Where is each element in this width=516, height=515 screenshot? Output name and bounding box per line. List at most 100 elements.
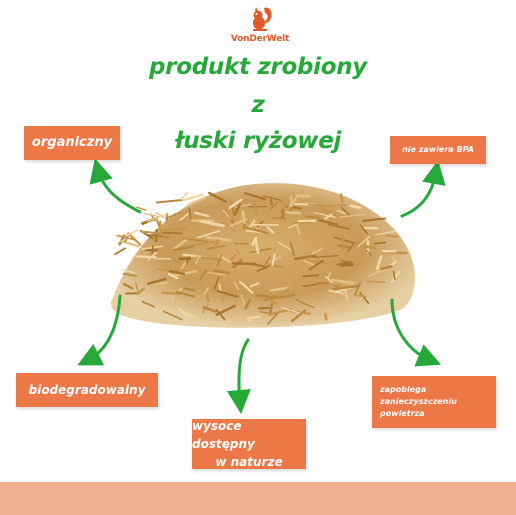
husk-grain bbox=[380, 265, 393, 271]
husk-grain bbox=[172, 257, 180, 265]
feature-organic: organiczny bbox=[24, 126, 120, 160]
husk-grain bbox=[180, 191, 189, 200]
husk-grain bbox=[215, 308, 226, 321]
husk-grain bbox=[249, 247, 272, 254]
husk-grain bbox=[318, 219, 338, 226]
feature-biodegradable: biodegradowalny bbox=[16, 373, 158, 407]
husk-grain bbox=[354, 294, 367, 298]
husk-grain bbox=[156, 219, 160, 227]
husk-grain bbox=[341, 243, 346, 252]
husk-grain bbox=[229, 253, 237, 262]
husk-grain bbox=[198, 219, 225, 228]
husk-grain bbox=[213, 276, 220, 290]
husk-grain bbox=[319, 205, 337, 218]
feature-widely-available: wysoce dostępny w naturze bbox=[192, 419, 306, 469]
husk-grain bbox=[390, 270, 401, 283]
husk-grain bbox=[183, 287, 196, 292]
husk-grain bbox=[213, 239, 220, 250]
husk-grain bbox=[269, 197, 273, 206]
husk-grain bbox=[249, 282, 260, 288]
husk-grain bbox=[216, 289, 239, 298]
husk-grain bbox=[114, 247, 126, 256]
husk-grain bbox=[303, 259, 316, 267]
husk-grain bbox=[272, 216, 287, 220]
husk-grain bbox=[392, 270, 396, 280]
husk-grain bbox=[167, 272, 179, 280]
feature-available-line-1: wysoce dostępny bbox=[192, 419, 255, 451]
husk-grain bbox=[123, 272, 138, 277]
husk-grain bbox=[239, 280, 254, 294]
husk-grain bbox=[212, 269, 231, 275]
husk-grain bbox=[244, 226, 269, 235]
husk-grain bbox=[221, 220, 237, 232]
feature-air-line-1: zapobiega bbox=[380, 385, 427, 394]
husk-grain bbox=[170, 296, 175, 308]
husk-grain bbox=[193, 240, 216, 246]
husk-grain bbox=[253, 201, 258, 215]
husk-grain bbox=[257, 306, 270, 310]
husk-grain bbox=[347, 243, 354, 252]
husk-grain bbox=[277, 241, 293, 252]
husk-grain bbox=[182, 253, 197, 258]
husk-grain bbox=[390, 255, 399, 264]
husk-grain bbox=[207, 271, 226, 276]
curved-arrow-icon bbox=[77, 294, 122, 366]
husk-grain bbox=[233, 203, 242, 216]
husk-grain bbox=[241, 210, 247, 224]
headline-line-3: łuski ryżowej bbox=[174, 128, 342, 154]
husk-grain bbox=[305, 259, 329, 265]
husk-grain bbox=[122, 282, 134, 290]
curved-arrow-icon bbox=[390, 298, 442, 367]
husk-grain bbox=[193, 211, 210, 218]
husk-grain bbox=[375, 230, 396, 236]
husk-grain bbox=[349, 204, 362, 210]
husk-grain bbox=[362, 217, 387, 222]
headline-line-1: produkt zrobiony bbox=[149, 54, 367, 80]
husk-grain bbox=[289, 242, 295, 256]
husk-grain bbox=[252, 221, 260, 232]
husk-grain bbox=[268, 256, 282, 263]
husk-grain bbox=[267, 312, 279, 325]
husk-grain bbox=[357, 235, 370, 248]
husk-grain bbox=[381, 251, 408, 255]
husk-grain bbox=[264, 256, 272, 266]
brand-logo: VonDerWelt bbox=[220, 4, 300, 48]
husk-grain bbox=[327, 271, 332, 279]
husk-grain bbox=[116, 234, 135, 241]
husk-grain bbox=[340, 206, 351, 217]
husk-grain bbox=[311, 247, 324, 255]
husk-grain bbox=[374, 241, 386, 245]
husk-grain bbox=[190, 196, 206, 205]
husk-grain bbox=[269, 201, 278, 211]
husk-grain bbox=[301, 283, 319, 288]
husk-grain bbox=[255, 294, 279, 299]
husk-grain bbox=[175, 290, 196, 298]
husk-grain bbox=[279, 200, 290, 207]
husk-grain bbox=[268, 307, 293, 316]
husk-grain bbox=[324, 213, 333, 220]
husk-grain bbox=[305, 215, 320, 219]
husk-grain bbox=[359, 291, 370, 305]
husk-grain bbox=[327, 223, 351, 230]
husk-grain bbox=[294, 254, 317, 261]
husk-grain bbox=[136, 287, 145, 296]
feature-available-line-2: w naturze bbox=[215, 455, 283, 469]
husk-grain bbox=[325, 307, 350, 313]
husk-grain bbox=[120, 269, 135, 274]
husk-grain bbox=[218, 254, 232, 263]
husk-grain bbox=[183, 193, 204, 202]
husk-grain bbox=[195, 256, 200, 265]
husk-grain bbox=[159, 227, 188, 233]
husk-grain bbox=[296, 256, 312, 261]
husk-grain bbox=[200, 256, 223, 262]
husk-grain bbox=[141, 300, 156, 308]
husk-grain bbox=[267, 263, 285, 269]
husk-grain bbox=[158, 220, 162, 231]
feature-air-line-3: powietrza bbox=[380, 409, 425, 418]
husk-grain bbox=[151, 245, 154, 255]
husk-grain bbox=[302, 274, 320, 278]
husk-grain bbox=[333, 236, 358, 245]
husk-grain bbox=[202, 306, 217, 313]
